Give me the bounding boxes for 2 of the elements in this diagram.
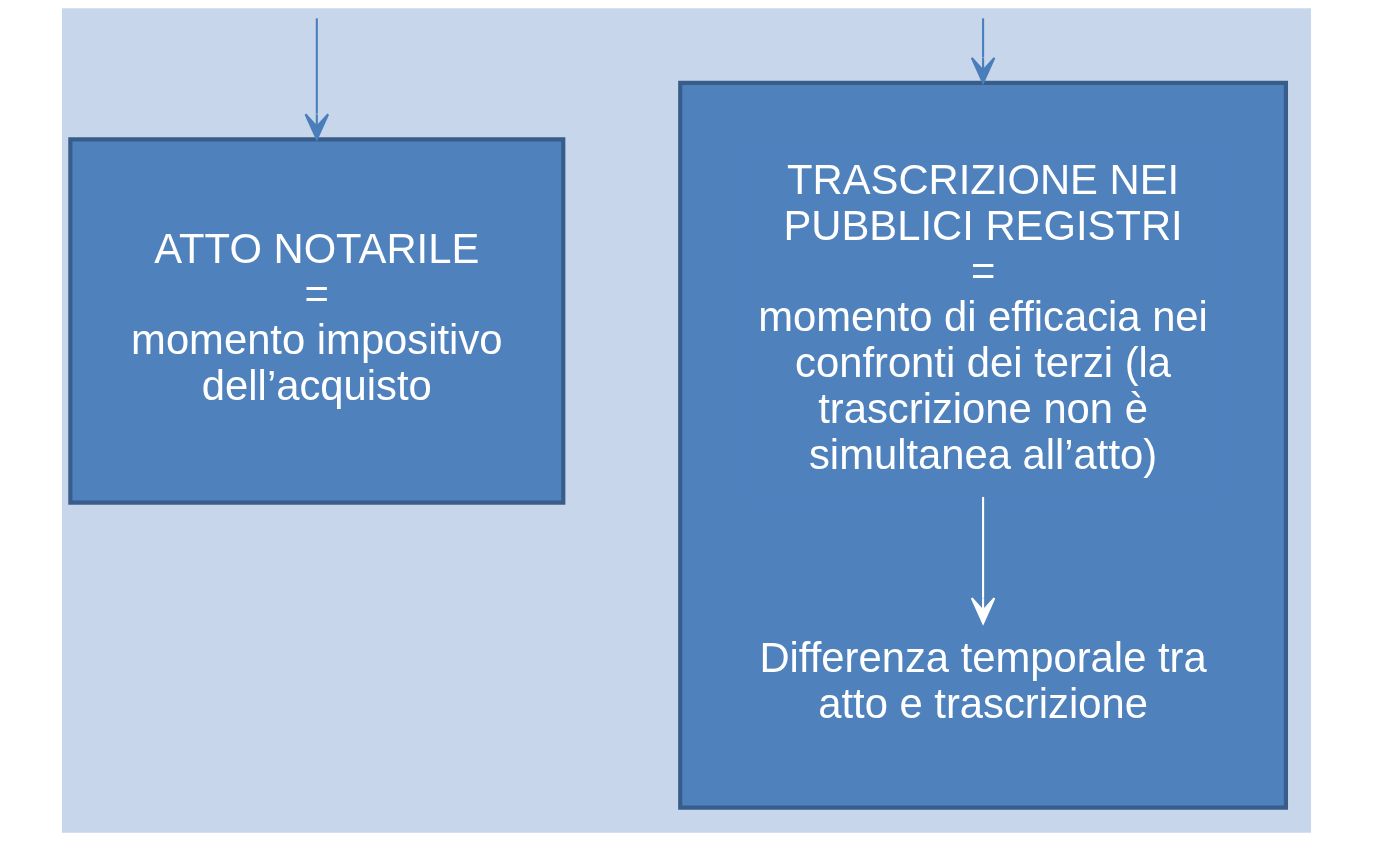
node-text: TRASCRIZIONE NEI PUBBLICI REGISTRI = momento di efficacia nei confronti dei terzi (la trascrizione non è simultanea all’atto) bbox=[758, 155, 1208, 479]
node-text: Differenza temporale tra atto e trascrizione bbox=[759, 633, 1207, 727]
